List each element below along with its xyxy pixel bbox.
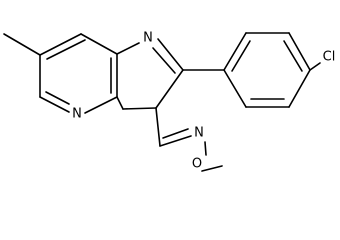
oxime-nitrogen-label: N: [194, 126, 204, 141]
bond: [45, 91, 70, 105]
bond: [116, 42, 140, 55]
bond: [223, 69, 247, 108]
bond: [201, 165, 223, 172]
bond: [288, 69, 311, 108]
bond: [231, 40, 251, 72]
pyridine-ring: [3, 33, 118, 114]
bond: [80, 33, 118, 55]
bond: [39, 96, 70, 113]
oxime-chain: [155, 107, 223, 172]
bond: [204, 141, 207, 156]
bond: [122, 107, 157, 110]
molecule-structure: N N N O Cl: [3, 31, 336, 172]
chlorine-label: Cl: [323, 50, 336, 65]
oxime-oxygen-label: O: [192, 157, 202, 172]
bond: [84, 96, 118, 114]
bond: [155, 69, 184, 109]
bond: [288, 32, 311, 71]
bond: [46, 39, 86, 60]
bond: [159, 135, 192, 147]
methyl-bond: [3, 33, 41, 56]
chlorine-bond: [309, 62, 321, 71]
chlorophenyl-group: [182, 32, 321, 108]
imidazole-ring: [116, 38, 184, 110]
bond: [155, 107, 161, 147]
bond: [157, 38, 184, 71]
bond: [39, 33, 82, 56]
imidazole-nitrogen-label: N: [143, 31, 153, 46]
bond: [152, 47, 176, 74]
ring-nitrogen-label: N: [72, 107, 82, 122]
bond: [162, 128, 189, 139]
bond: [283, 40, 303, 72]
bond: [223, 32, 247, 71]
bond: [116, 96, 124, 110]
